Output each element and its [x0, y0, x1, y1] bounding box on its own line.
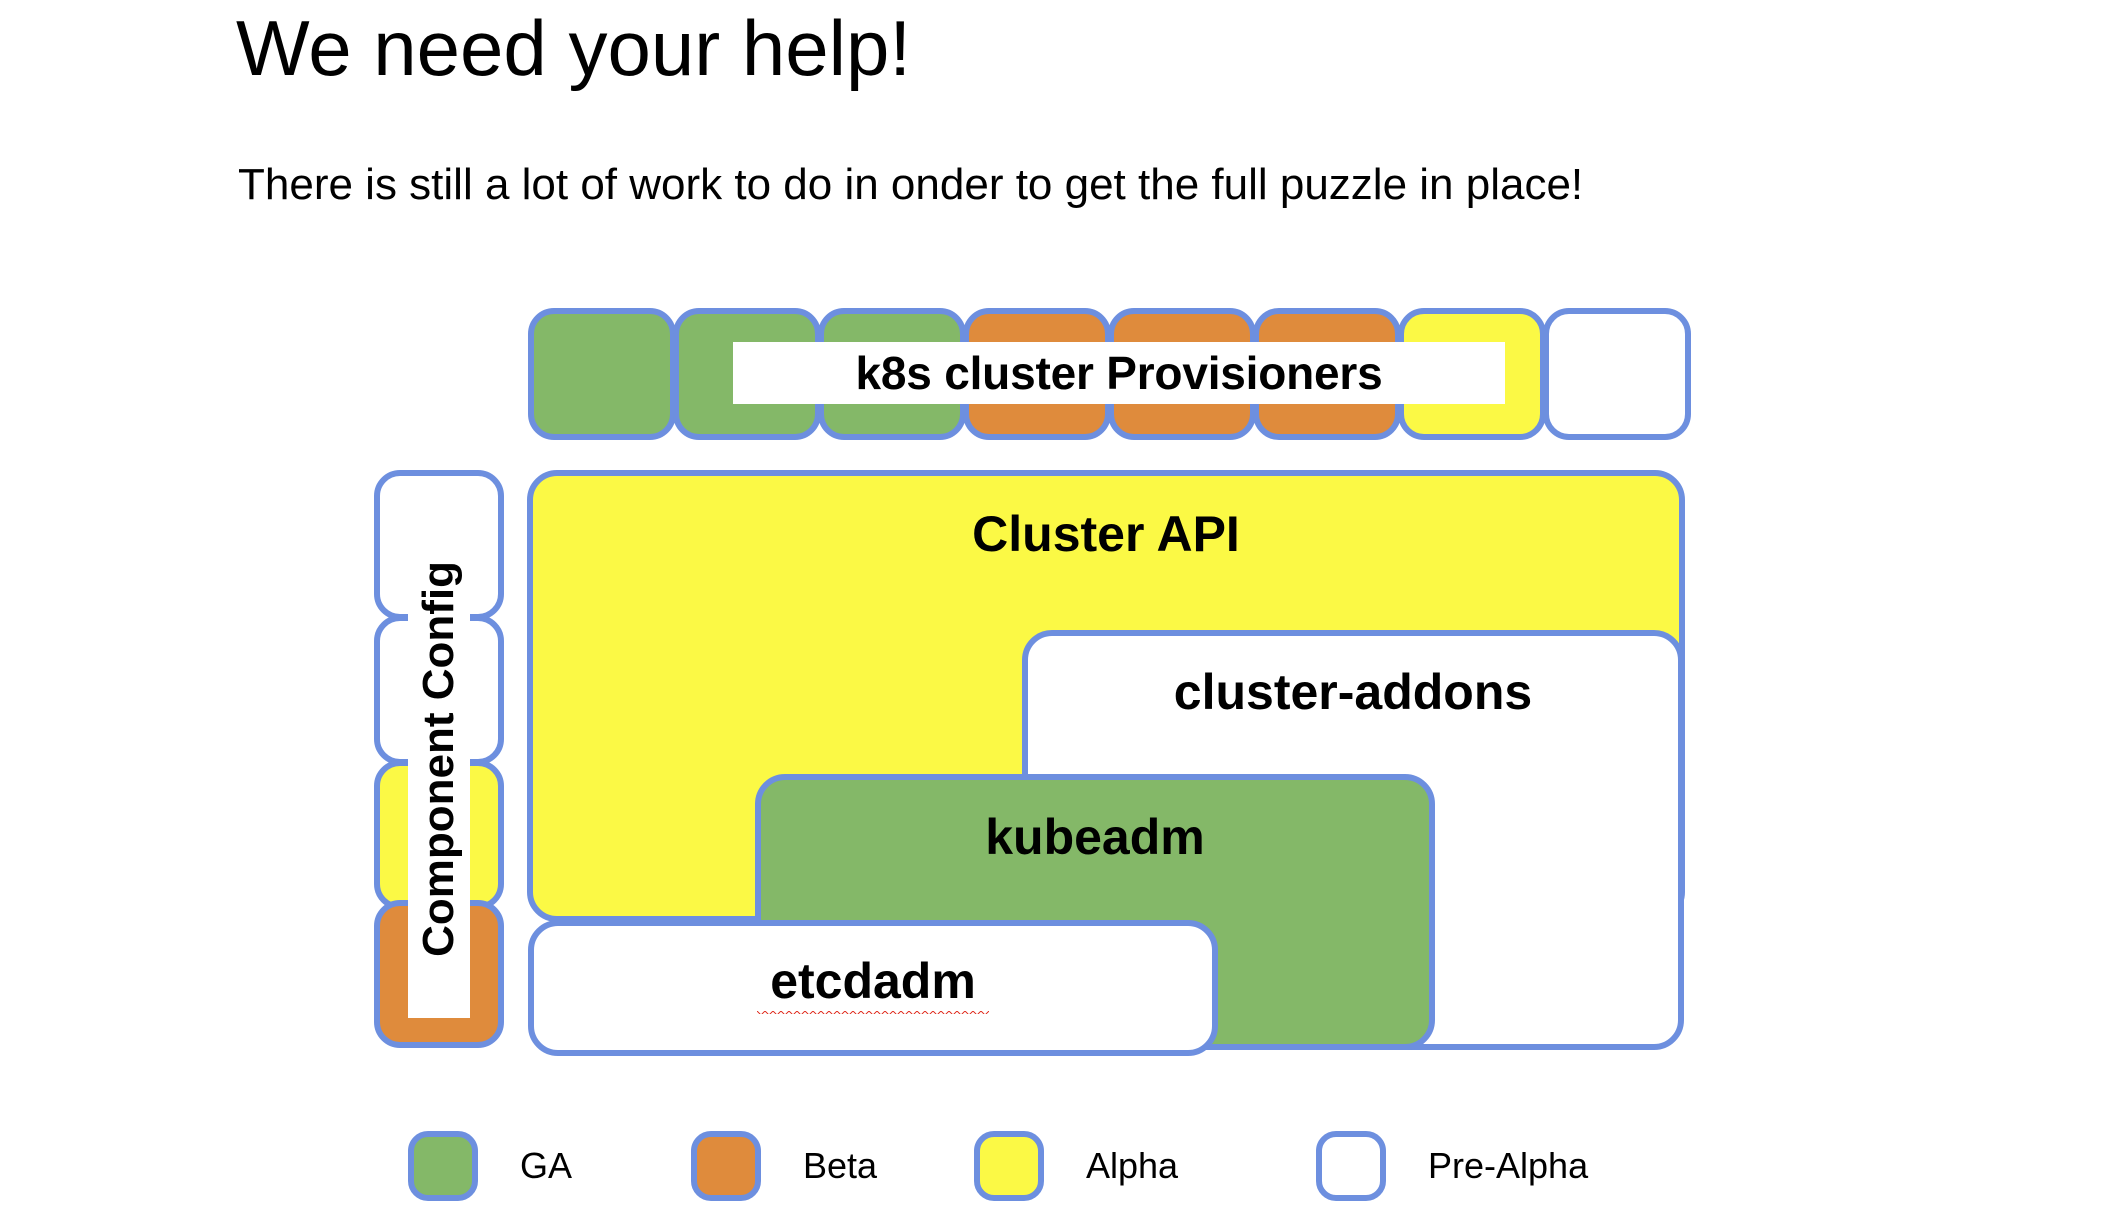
etcdadm-box[interactable] [528, 920, 1218, 1056]
legend-swatch-prealpha-icon [1316, 1131, 1386, 1201]
provisioner-cell-8[interactable] [1543, 308, 1691, 440]
component-config-label-text: Component Config [414, 561, 463, 957]
legend-label-ga: GA [520, 1145, 573, 1186]
legend-item-alpha: Alpha [974, 1128, 1178, 1204]
page-subtitle: There is still a lot of work to do in on… [238, 160, 1584, 209]
legend-item-ga: GA [408, 1128, 572, 1204]
legend-label-alpha: Alpha [1086, 1145, 1179, 1186]
provisioner-row-label: k8s cluster Provisioners [733, 342, 1505, 404]
legend-swatch-beta-icon [691, 1131, 761, 1201]
page-title: We need your help! [236, 4, 911, 92]
legend-item-prealpha: Pre-Alpha [1316, 1128, 1588, 1204]
provisioner-cell-1[interactable] [528, 308, 676, 440]
legend-item-beta: Beta [691, 1128, 877, 1204]
legend-swatch-ga-icon [408, 1131, 478, 1201]
legend: GA Beta Alpha Pre-Alpha [408, 1128, 1708, 1204]
component-config-label: Component Config [408, 500, 470, 1018]
legend-label-beta: Beta [803, 1145, 878, 1186]
legend-label-prealpha: Pre-Alpha [1428, 1145, 1589, 1186]
legend-swatch-alpha-icon [974, 1131, 1044, 1201]
